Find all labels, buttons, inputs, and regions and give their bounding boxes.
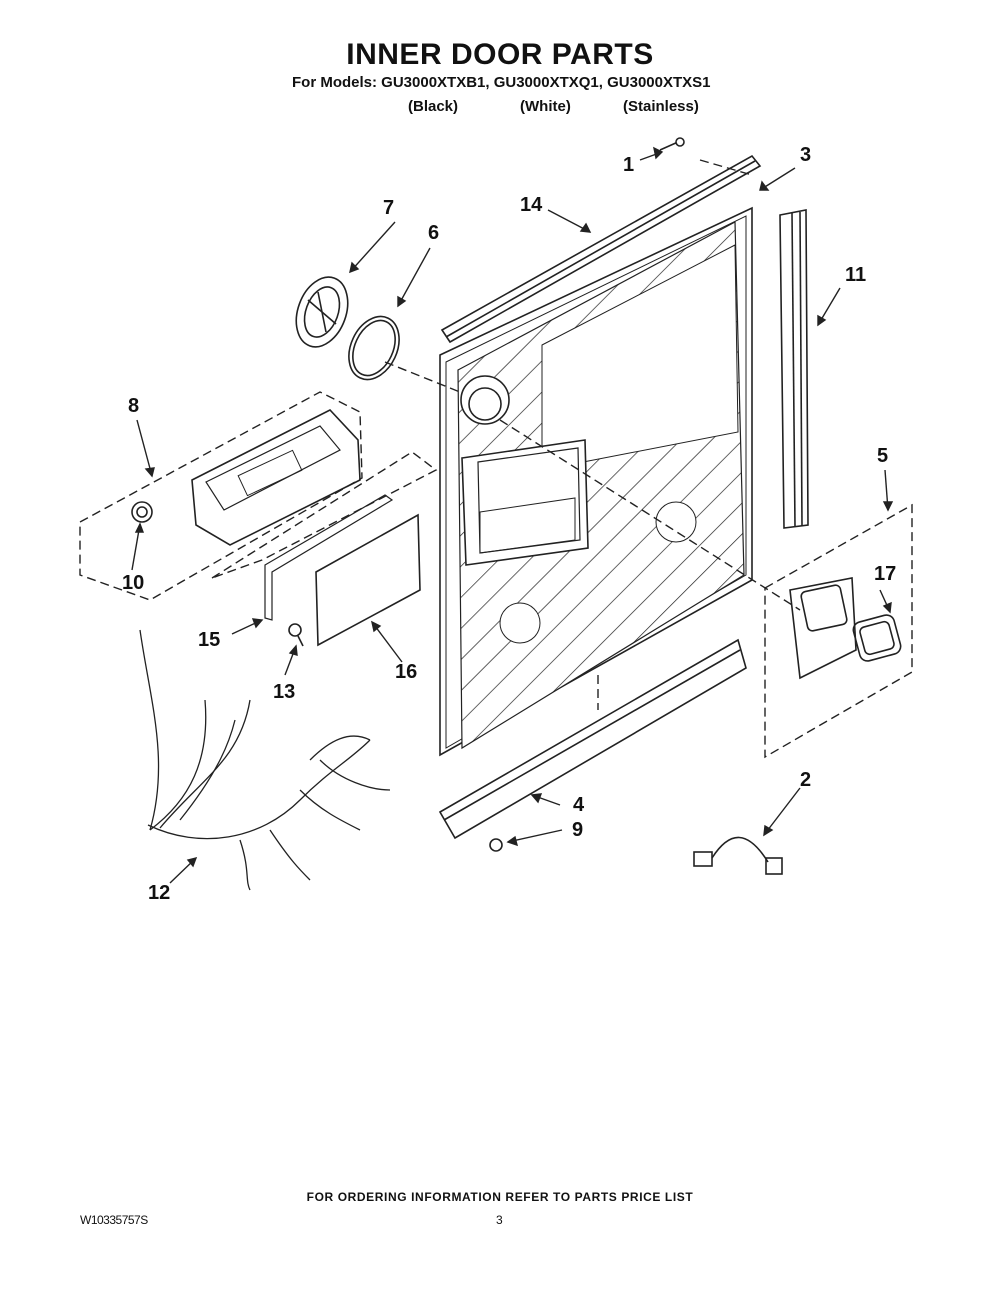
callout-5: 5: [877, 445, 889, 467]
callout-2: 2: [800, 769, 812, 791]
callout-15: 15: [198, 629, 221, 651]
top-rail-strip: [440, 154, 762, 344]
screw-board: [288, 623, 304, 647]
document-number: W10335757S: [80, 1213, 148, 1227]
callout-4: 4: [573, 794, 585, 816]
models-line: For Models: GU3000XTXB1, GU3000XTXQ1, GU…: [292, 74, 711, 91]
page-title: INNER DOOR PARTS: [346, 38, 654, 71]
callout-10: 10: [122, 572, 145, 594]
sensor-cable: [693, 836, 783, 875]
vent-gasket: [348, 315, 400, 381]
screw-bottom: [489, 838, 503, 852]
finish-white: (White): [520, 98, 571, 115]
ordering-footer: FOR ORDERING INFORMATION REFER TO PARTS …: [306, 1190, 694, 1204]
callout-3: 3: [800, 144, 812, 166]
latch-gasket: [852, 614, 902, 662]
page-number: 3: [496, 1213, 503, 1227]
callout-8: 8: [128, 395, 140, 417]
callout-14: 14: [520, 194, 543, 216]
finish-black: (Black): [408, 98, 459, 115]
vent-cap: [295, 276, 349, 348]
screw-top: [659, 137, 685, 151]
callout-1: 1: [623, 154, 635, 176]
control-board-gasket: [264, 494, 394, 621]
door-latch-assembly: [789, 577, 857, 680]
bottom-rail: [438, 638, 747, 840]
callout-11: 11: [845, 264, 867, 286]
callout-13: 13: [273, 681, 296, 703]
dispenser-assembly: [131, 409, 361, 546]
side-seal: [779, 209, 809, 529]
wire-harness: [139, 629, 391, 891]
control-board: [315, 513, 421, 647]
callout-16: 16: [395, 661, 418, 683]
callout-9: 9: [572, 819, 584, 841]
callout-17: 17: [874, 563, 897, 585]
dispenser-group-box: [79, 391, 363, 601]
board-group-box: [211, 451, 438, 579]
callout-6: 6: [428, 222, 440, 244]
latch-group-box: [764, 503, 913, 759]
callout-7: 7: [383, 197, 395, 219]
finish-stainless: (Stainless): [623, 98, 699, 115]
callout-12: 12: [148, 882, 171, 904]
